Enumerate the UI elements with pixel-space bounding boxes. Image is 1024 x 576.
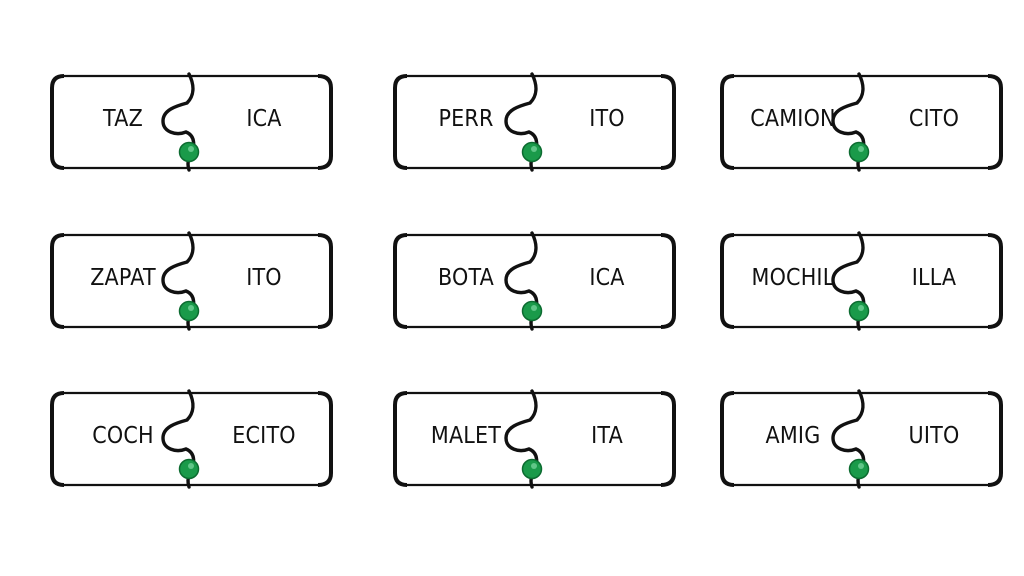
word-suffix: CITO xyxy=(908,106,960,132)
word-suffix: ITO xyxy=(246,265,282,291)
green-dot-icon xyxy=(178,300,200,322)
green-dot-icon xyxy=(521,458,543,480)
puzzle-outline xyxy=(50,72,333,172)
puzzle-outline xyxy=(720,72,1003,172)
card-right-edge xyxy=(660,74,676,170)
card-left-edge xyxy=(50,233,65,329)
green-dot-icon xyxy=(521,300,543,322)
card-left-edge xyxy=(720,74,735,170)
puzzle-card[interactable]: COCH ECITO xyxy=(50,389,335,489)
card-left-edge xyxy=(50,391,65,487)
card-right-edge xyxy=(660,233,676,329)
word-suffix: ITO xyxy=(589,106,625,132)
word-stem: ZAPAT xyxy=(90,265,156,291)
puzzle-card[interactable]: BOTA ICA xyxy=(393,231,678,331)
card-right-edge xyxy=(987,391,1003,487)
word-stem: PERR xyxy=(438,106,494,132)
word-stem: AMIG xyxy=(765,423,821,449)
card-right-edge xyxy=(317,233,333,329)
card-right-edge xyxy=(317,74,333,170)
word-suffix: ITA xyxy=(591,423,623,449)
puzzle-card[interactable]: PERR ITO xyxy=(393,72,678,172)
puzzle-outline xyxy=(393,231,676,331)
green-dot-icon xyxy=(848,300,870,322)
green-dot-icon xyxy=(848,458,870,480)
word-suffix: ECITO xyxy=(232,423,296,449)
word-stem: MALET xyxy=(430,423,502,449)
card-right-edge xyxy=(317,391,333,487)
puzzle-card[interactable]: MOCHIL ILLA xyxy=(720,231,1005,331)
card-left-edge xyxy=(720,391,735,487)
card-left-edge xyxy=(50,74,65,170)
word-stem: TAZ xyxy=(103,106,143,132)
card-left-edge xyxy=(393,391,408,487)
card-right-edge xyxy=(660,391,676,487)
card-right-edge xyxy=(987,74,1003,170)
green-dot-icon xyxy=(521,141,543,163)
green-dot-icon xyxy=(178,141,200,163)
puzzle-card[interactable]: ZAPAT ITO xyxy=(50,231,335,331)
word-stem: BOTA xyxy=(437,265,495,291)
puzzle-outline xyxy=(720,231,1003,331)
puzzle-card[interactable]: AMIG UITO xyxy=(720,389,1005,489)
puzzle-outline xyxy=(393,389,676,489)
word-suffix: ICA xyxy=(246,106,282,132)
card-right-edge xyxy=(987,233,1003,329)
word-suffix: UITO xyxy=(908,423,960,449)
green-dot-icon xyxy=(178,458,200,480)
green-dot-icon xyxy=(848,141,870,163)
puzzle-outline xyxy=(393,72,676,172)
puzzle-outline xyxy=(720,389,1003,489)
word-stem: MOCHIL xyxy=(751,265,835,291)
card-left-edge xyxy=(720,233,735,329)
word-suffix: ILLA xyxy=(911,265,957,291)
word-stem: COCH xyxy=(92,423,154,449)
card-left-edge xyxy=(393,233,408,329)
puzzle-card[interactable]: CAMION CITO xyxy=(720,72,1005,172)
card-left-edge xyxy=(393,74,408,170)
puzzle-outline xyxy=(50,231,333,331)
puzzle-card[interactable]: TAZ ICA xyxy=(50,72,335,172)
word-stem: CAMION xyxy=(750,106,836,132)
puzzle-card[interactable]: MALET ITA xyxy=(393,389,678,489)
puzzle-outline xyxy=(50,389,333,489)
word-suffix: ICA xyxy=(589,265,625,291)
